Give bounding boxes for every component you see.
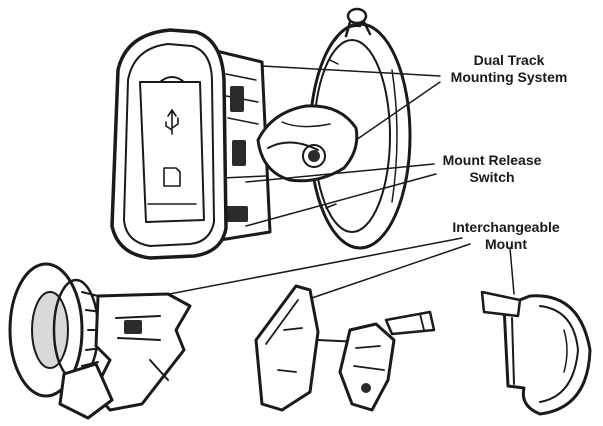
mount-release-switch (258, 106, 357, 181)
callout-mount-release-switch: Mount Release Switch (430, 152, 554, 186)
callout-mount-release-line2: Switch (430, 169, 554, 186)
callout-dual-track-line1: Dual Track (434, 52, 584, 69)
callout-dual-track-mounting-system: Dual Track Mounting System (434, 52, 584, 86)
callout-dual-track-line2: Mounting System (434, 69, 584, 86)
interchangeable-mount-left (10, 264, 190, 418)
interchangeable-mount-middle (256, 286, 434, 410)
interchangeable-mount-right (482, 292, 590, 414)
callout-mount-release-line1: Mount Release (430, 152, 554, 169)
callout-interchangeable-line2: Mount (436, 236, 576, 253)
callout-interchangeable-line1: Interchangeable (436, 219, 576, 236)
camera-body (112, 30, 226, 258)
callout-interchangeable-mount: Interchangeable Mount (436, 219, 576, 253)
